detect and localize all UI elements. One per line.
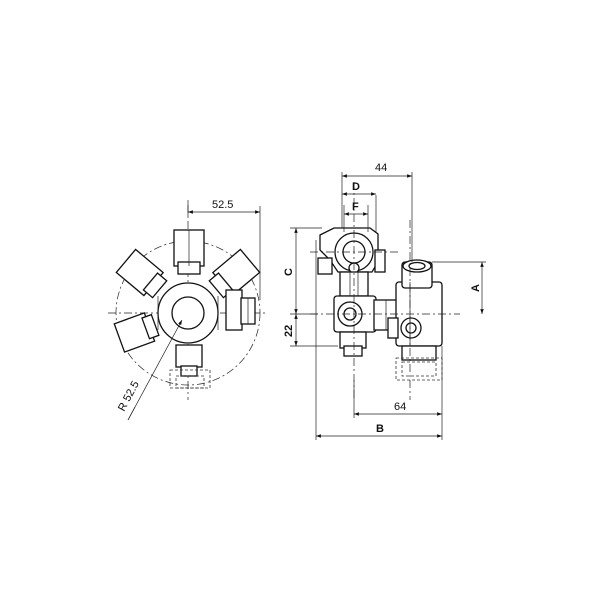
stem (339, 271, 369, 297)
top-branch (173, 229, 205, 275)
dimension-radius: R 52.5 (116, 379, 142, 413)
dimension-52-5: 52.5 (212, 199, 233, 211)
dimension-a: A (470, 284, 482, 292)
pipe-clamp (317, 227, 386, 275)
hub-inner (171, 296, 205, 330)
front-view: 52.5 R 52.5 (108, 199, 268, 421)
upper-left-branch (115, 248, 168, 299)
dimension-d: D (352, 181, 360, 193)
lower-left-branch (113, 312, 160, 353)
side-view: 44 D F C 22 A 64 B (283, 162, 486, 440)
dimension-c: C (283, 268, 295, 276)
dimension-f: F (352, 201, 359, 213)
dimension-44: 44 (375, 162, 387, 174)
right-inlet (225, 289, 256, 331)
dimension-64: 64 (394, 401, 406, 413)
dimension-22: 22 (283, 325, 295, 337)
hub-outer (157, 282, 219, 344)
dimension-b: B (376, 423, 384, 435)
bottom-outlet (169, 344, 211, 389)
radius-leader (127, 319, 183, 421)
nozzle-block (387, 259, 443, 381)
